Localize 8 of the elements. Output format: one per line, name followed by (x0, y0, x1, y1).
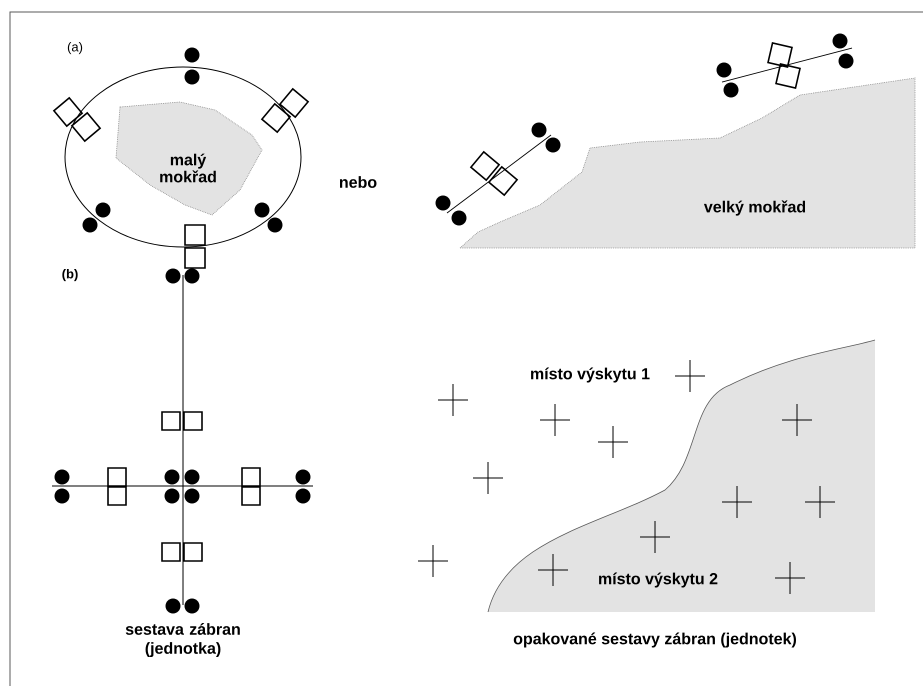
panel-label: (a) (68, 42, 82, 54)
connector-word: nebo (340, 176, 376, 188)
wetland-area: malý mokřad (116, 102, 262, 216)
panel-label: (b) (62, 268, 78, 282)
caption: sestava zábran (jednotka) (126, 622, 240, 658)
site-label: místo výskytu 2 (599, 572, 718, 588)
site-label: místo výskytu 1 (531, 367, 650, 383)
caption: opakované sestavy zábran (jednotek) (514, 632, 796, 648)
